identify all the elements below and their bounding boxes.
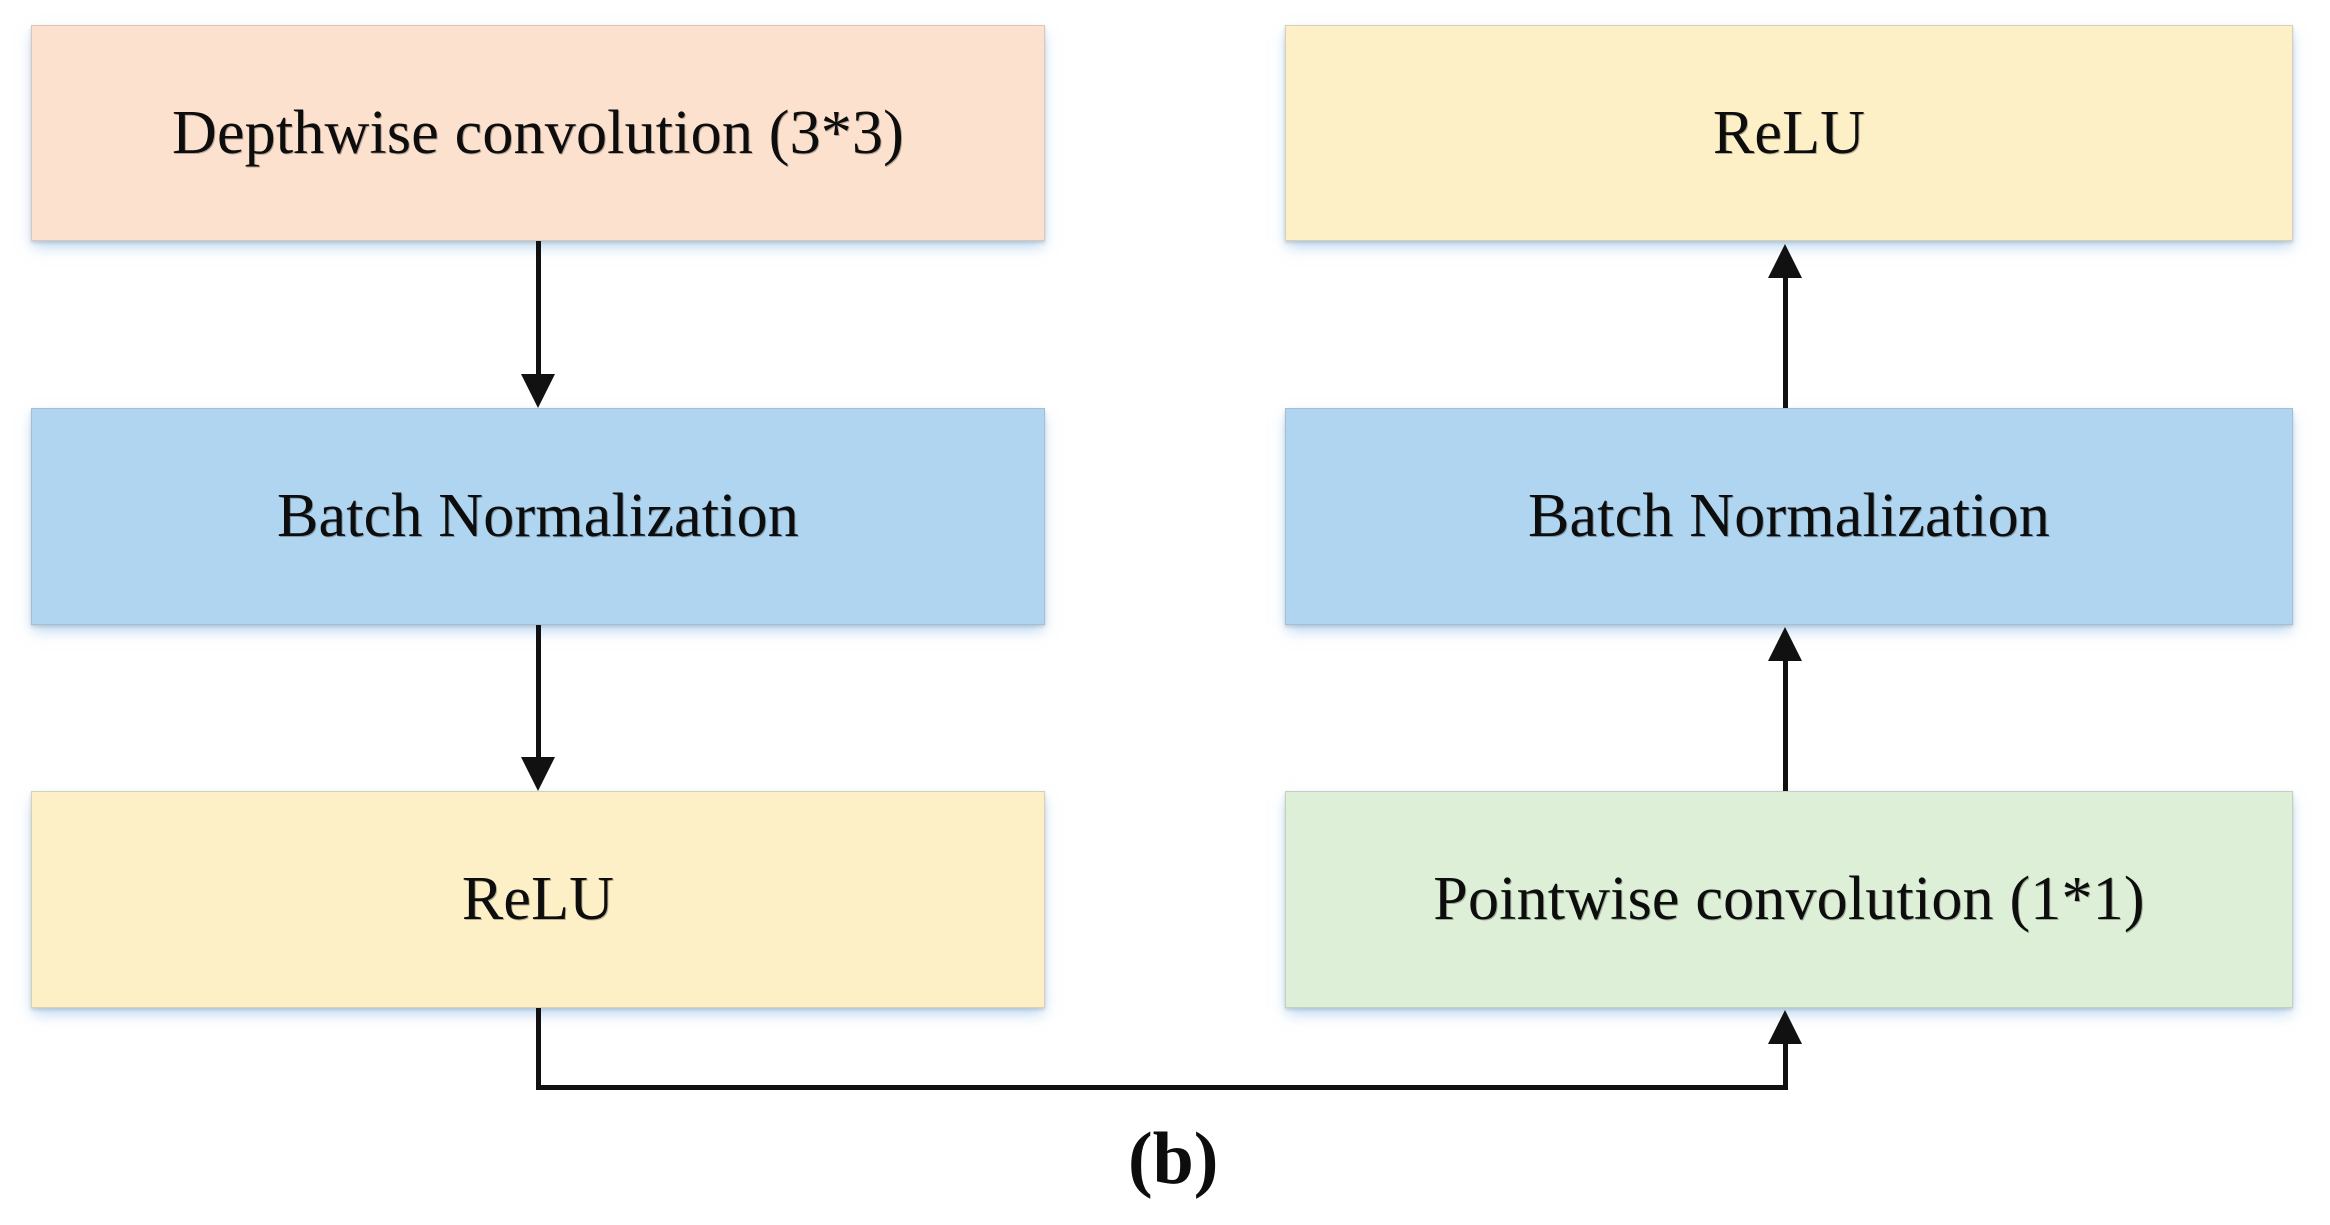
arrow-shaft-vertical-right-icon <box>1783 1042 1788 1090</box>
arrow-head-up-icon <box>1768 1010 1802 1044</box>
block-relu-left: ReLU <box>31 791 1045 1008</box>
arrow-shaft-vertical-left-icon <box>536 1008 541 1090</box>
arrow-shaft-horizontal-icon <box>536 1085 1788 1090</box>
arrow-head-down-icon <box>521 757 555 791</box>
block-pointwise-convolution: Pointwise convolution (1*1) <box>1285 791 2293 1008</box>
block-label-relu-right: ReLU <box>1712 98 1866 167</box>
block-relu-right: ReLU <box>1285 25 2293 241</box>
block-label-depthwise-convolution: Depthwise convolution (3*3) <box>171 98 905 167</box>
arrow-head-up-icon <box>1768 244 1802 278</box>
block-depthwise-convolution: Depthwise convolution (3*3) <box>31 25 1045 241</box>
arrow-shaft-icon <box>1783 660 1788 791</box>
block-label-relu-left: ReLU <box>461 865 615 934</box>
arrow-shaft-icon <box>536 625 541 759</box>
block-label-pointwise-convolution: Pointwise convolution (1*1) <box>1433 865 2145 934</box>
arrow-head-up-icon <box>1768 627 1802 661</box>
arrow-head-down-icon <box>521 374 555 408</box>
arrow-shaft-icon <box>1783 277 1788 408</box>
figure-caption: (b) <box>1128 1118 1219 1200</box>
block-label-batch-normalization-left: Batch Normalization <box>276 482 800 551</box>
arrow-shaft-icon <box>536 241 541 376</box>
block-label-batch-normalization-right: Batch Normalization <box>1527 482 2051 551</box>
block-batch-normalization-right: Batch Normalization <box>1285 408 2293 625</box>
block-batch-normalization-left: Batch Normalization <box>31 408 1045 625</box>
